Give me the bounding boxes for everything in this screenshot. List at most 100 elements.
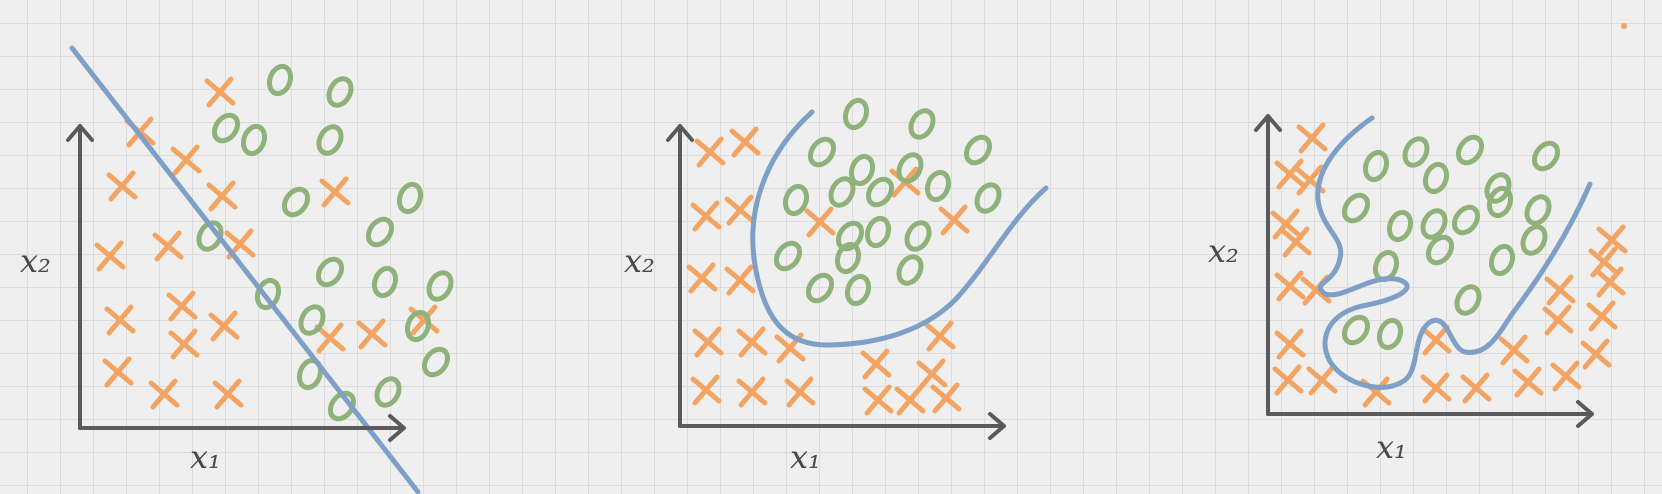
- cross-marker: [1420, 372, 1452, 404]
- panel-2-circles: [773, 97, 1002, 307]
- circle-marker: [1520, 224, 1548, 256]
- circle-marker: [1455, 134, 1485, 166]
- cross-marker: [924, 320, 956, 352]
- circle-marker: [1376, 317, 1404, 351]
- panel-3-y-axis: [1254, 114, 1282, 416]
- panel-2-x-axis: [678, 412, 1006, 440]
- cross-marker: [938, 204, 970, 236]
- panel-2-x-axis-label: x₁: [790, 438, 821, 476]
- circle-marker: [266, 63, 294, 97]
- cross-marker: [1550, 360, 1582, 392]
- circle-marker: [426, 270, 454, 302]
- circle-marker: [316, 124, 344, 156]
- cross-marker: [804, 206, 836, 238]
- cross-marker: [314, 322, 346, 354]
- panel-3-y-axis-label: x₂: [1208, 232, 1239, 270]
- panel-curved: x₁ x₂: [624, 97, 1049, 476]
- cross-marker: [784, 376, 816, 408]
- circle-marker: [281, 186, 311, 218]
- circle-marker: [896, 152, 924, 184]
- cross-marker: [166, 290, 198, 322]
- circle-marker: [896, 254, 924, 286]
- circle-marker: [974, 182, 1002, 214]
- panel-2-decision-boundary: [750, 109, 1049, 348]
- circle-marker: [1524, 194, 1552, 226]
- circle-marker: [1422, 161, 1450, 195]
- cross-marker: [1498, 334, 1530, 366]
- cross-marker: [106, 170, 138, 202]
- circle-marker: [404, 309, 432, 343]
- panel-1-crosses: [94, 76, 440, 410]
- cross-marker: [148, 378, 180, 410]
- cross-marker: [1596, 224, 1628, 256]
- cross-marker: [319, 176, 351, 208]
- cross-marker: [170, 144, 202, 176]
- cross-marker: [894, 384, 926, 416]
- circle-marker: [421, 346, 451, 378]
- cross-marker: [168, 328, 200, 360]
- corner-dot: [1621, 23, 1627, 29]
- panel-wiggly: x₁ x₂: [1208, 114, 1628, 466]
- circle-marker: [1488, 243, 1516, 277]
- circle-marker: [1341, 314, 1371, 346]
- cross-marker: [1544, 274, 1576, 306]
- cross-marker: [690, 374, 722, 406]
- cross-marker: [206, 180, 238, 212]
- circle-marker: [805, 272, 835, 304]
- cross-marker: [1274, 158, 1306, 190]
- circle-marker: [254, 277, 282, 311]
- panel-1-y-axis: [66, 124, 94, 430]
- panel-3-x-axis: [1266, 400, 1594, 428]
- cross-marker: [692, 326, 724, 358]
- cross-marker: [1594, 266, 1626, 298]
- cross-marker: [729, 126, 761, 158]
- panel-1-x-axis: [78, 414, 406, 442]
- cross-marker: [736, 376, 768, 408]
- panel-3-decision-boundary: [1315, 115, 1593, 390]
- cross-marker: [1360, 376, 1392, 408]
- circle-marker: [1454, 284, 1482, 316]
- panel-3-x-axis-label: x₁: [1376, 428, 1407, 466]
- panel-1-x-axis-label: x₁: [190, 438, 221, 476]
- circle-marker: [374, 376, 402, 408]
- circle-marker: [1420, 208, 1448, 240]
- circle-marker: [828, 176, 856, 208]
- cross-marker: [1274, 270, 1306, 302]
- cross-marker: [1306, 364, 1338, 396]
- cross-marker: [862, 384, 894, 416]
- circle-marker: [326, 76, 354, 108]
- cross-marker: [1272, 364, 1304, 396]
- circle-marker: [211, 112, 241, 144]
- panel-1-y-axis-label: x₂: [20, 242, 51, 280]
- cross-marker: [1460, 372, 1492, 404]
- circle-marker: [1531, 140, 1561, 172]
- panel-3-crosses: [1270, 122, 1628, 408]
- circle-marker: [834, 241, 862, 275]
- circle-marker: [1362, 149, 1390, 183]
- cross-marker: [736, 326, 768, 358]
- panel-2-crosses: [686, 126, 970, 416]
- cross-marker: [104, 304, 136, 336]
- circle-marker: [963, 134, 993, 166]
- panel-linear: x₁ x₂: [20, 45, 454, 494]
- cross-marker: [1580, 338, 1612, 370]
- circle-marker: [315, 256, 345, 288]
- circle-marker: [807, 136, 837, 168]
- circle-marker: [844, 273, 872, 307]
- panel-3-circles: [1341, 134, 1561, 351]
- cross-marker: [1420, 324, 1452, 356]
- panel-2-y-axis: [666, 124, 694, 428]
- circle-marker: [782, 183, 810, 217]
- circle-marker: [904, 220, 932, 252]
- circle-marker: [1486, 185, 1514, 219]
- cross-marker: [1270, 208, 1302, 240]
- cross-marker: [1512, 366, 1544, 398]
- circle-marker: [327, 390, 357, 422]
- cross-marker: [204, 76, 236, 108]
- circle-marker: [1451, 204, 1481, 236]
- cross-marker: [1280, 226, 1312, 258]
- circle-marker: [365, 216, 395, 248]
- circle-marker: [1425, 234, 1455, 266]
- cross-marker: [152, 230, 184, 262]
